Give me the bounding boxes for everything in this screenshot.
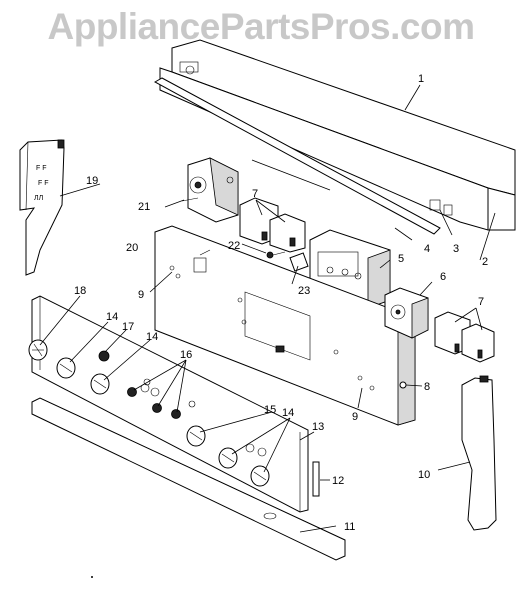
part-8-screw [399,381,407,389]
callout-18: 18 [74,285,86,297]
part-1-backguard [159,39,516,231]
knob-18 [28,339,48,361]
callout-7-right: 7 [478,296,484,308]
callout-5: 5 [398,253,404,265]
knob-14-c [218,447,238,469]
knob-15 [186,425,206,447]
knob-14-a [56,357,76,379]
callout-13: 13 [312,421,324,433]
part-4-trim-strip [153,77,441,235]
knob-14-d [250,465,270,487]
part-12-bracket [312,461,320,497]
callout-4: 4 [424,243,430,255]
callout-12: 12 [332,475,344,487]
callout-9-left: 9 [138,289,144,301]
callout-6: 6 [440,271,446,283]
callout-14-a: 14 [106,311,118,323]
callout-1: 1 [418,73,424,85]
callout-8: 8 [424,381,430,393]
callout-17: 17 [122,321,134,333]
stray-dot [91,576,93,578]
knob-16-group [127,378,196,419]
callout-22: 22 [228,240,240,252]
svg-text:F F: F F [38,180,49,187]
part-20-control-panel [154,225,416,426]
callout-20: 20 [126,242,138,254]
callout-21: 21 [138,201,150,213]
part-11-lower-trim [31,397,346,561]
part-23-lamp [289,252,309,272]
part-22-indicator-light [266,251,286,259]
callout-16: 16 [180,349,192,361]
part-7-switch-upper [239,197,306,253]
callout-2: 2 [482,256,488,268]
callout-14-c: 14 [282,407,294,419]
callout-15: 15 [264,404,276,416]
leader-lines [39,84,496,533]
callout-23: 23 [298,285,310,297]
callout-11: 11 [344,521,355,533]
part-7-switch-right [434,311,495,363]
callout-9-right: 9 [352,411,358,423]
svg-text:ЛЛ: ЛЛ [34,195,44,202]
svg-text:F F: F F [36,165,47,172]
part-10-right-end-cap [461,375,497,531]
part-6-switch [384,287,429,339]
callout-3: 3 [453,243,459,255]
part-19-left-end-cap: F F F F ЛЛ [19,139,65,276]
part-21-timer [181,157,239,223]
callout-10: 10 [418,469,430,481]
callout-19: 19 [86,175,98,187]
knob-14-b [90,373,110,395]
knob-17 [98,350,110,362]
callout-7-upper: 7 [252,188,258,200]
callout-14-b: 14 [146,331,158,343]
